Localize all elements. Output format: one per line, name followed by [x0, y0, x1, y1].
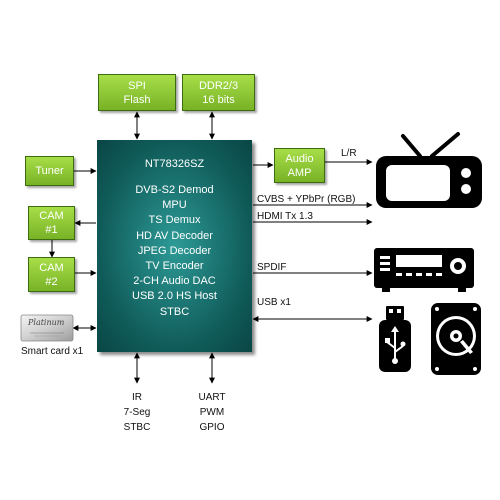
tuner-block: Tuner — [25, 156, 74, 186]
hard-disk-icon — [431, 303, 481, 375]
io-label: IR — [132, 392, 142, 403]
audio-amp-label-1: Audio — [285, 152, 314, 165]
spi-flash-label-2: Flash — [123, 93, 151, 106]
smart-card-icon — [20, 314, 74, 342]
soc-feature: HD AV Decoder — [136, 229, 213, 242]
soc-feature-list: DVB-S2 Demod MPU TS Demux HD AV Decoder … — [97, 183, 252, 320]
cam2-label-1: CAM — [39, 261, 64, 274]
cam2-label-2: #2 — [45, 275, 58, 288]
ddr-label-1: DDR2/3 — [198, 79, 239, 92]
audio-amp-label-2: AMP — [287, 166, 312, 179]
bottom-io-right: UART PWM GPIO — [192, 390, 232, 435]
io-label: STBC — [123, 422, 151, 433]
av-receiver-icon — [374, 248, 474, 292]
audio-amp-block: Audio AMP — [274, 148, 325, 183]
spi-flash-block: SPI Flash — [98, 74, 176, 111]
spi-flash-label-1: SPI — [128, 79, 146, 92]
soc-feature: TS Demux — [148, 214, 201, 227]
cam2-block: CAM #2 — [28, 257, 75, 292]
io-label: GPIO — [199, 422, 225, 433]
soc-feature: USB 2.0 HS Host — [132, 290, 217, 303]
ddr-block: DDR2/3 16 bits — [182, 74, 255, 111]
smart-card-label: Smart card x1 — [21, 346, 84, 357]
soc-feature: JPEG Decoder — [137, 244, 212, 257]
usb-drive-icon — [379, 306, 411, 372]
cam1-label-2: #1 — [45, 224, 58, 236]
cvbs-label: CVBS + YPbPr (RGB) — [257, 194, 356, 205]
bottom-io-left: IR 7-Seg STBC — [117, 390, 157, 435]
soc-chip — [97, 140, 252, 352]
io-label: PWM — [199, 407, 225, 418]
hdmi-label: HDMI Tx 1.3 — [257, 211, 313, 222]
soc-name: NT78326SZ — [144, 158, 205, 170]
soc-feature: TV Encoder — [145, 260, 204, 273]
cam1-label-1: CAM — [39, 210, 64, 222]
tuner-label: Tuner — [35, 165, 64, 177]
tv-icon — [376, 132, 482, 208]
soc-feature: DVB-S2 Demod — [135, 184, 214, 196]
smart-card-brand: Platinum — [28, 318, 65, 327]
ddr-label-2: 16 bits — [202, 93, 235, 106]
spdif-label: SPDIF — [257, 262, 287, 273]
usb-label: USB x1 — [257, 297, 291, 308]
soc-feature: MPU — [162, 199, 187, 212]
cam1-block: CAM #1 — [28, 206, 75, 240]
lr-label: L/R — [341, 148, 357, 159]
soc-feature: 2-CH Audio DAC — [133, 275, 216, 288]
io-label: UART — [198, 392, 226, 403]
io-label: 7-Seg — [123, 407, 151, 418]
soc-feature: STBC — [159, 305, 190, 318]
